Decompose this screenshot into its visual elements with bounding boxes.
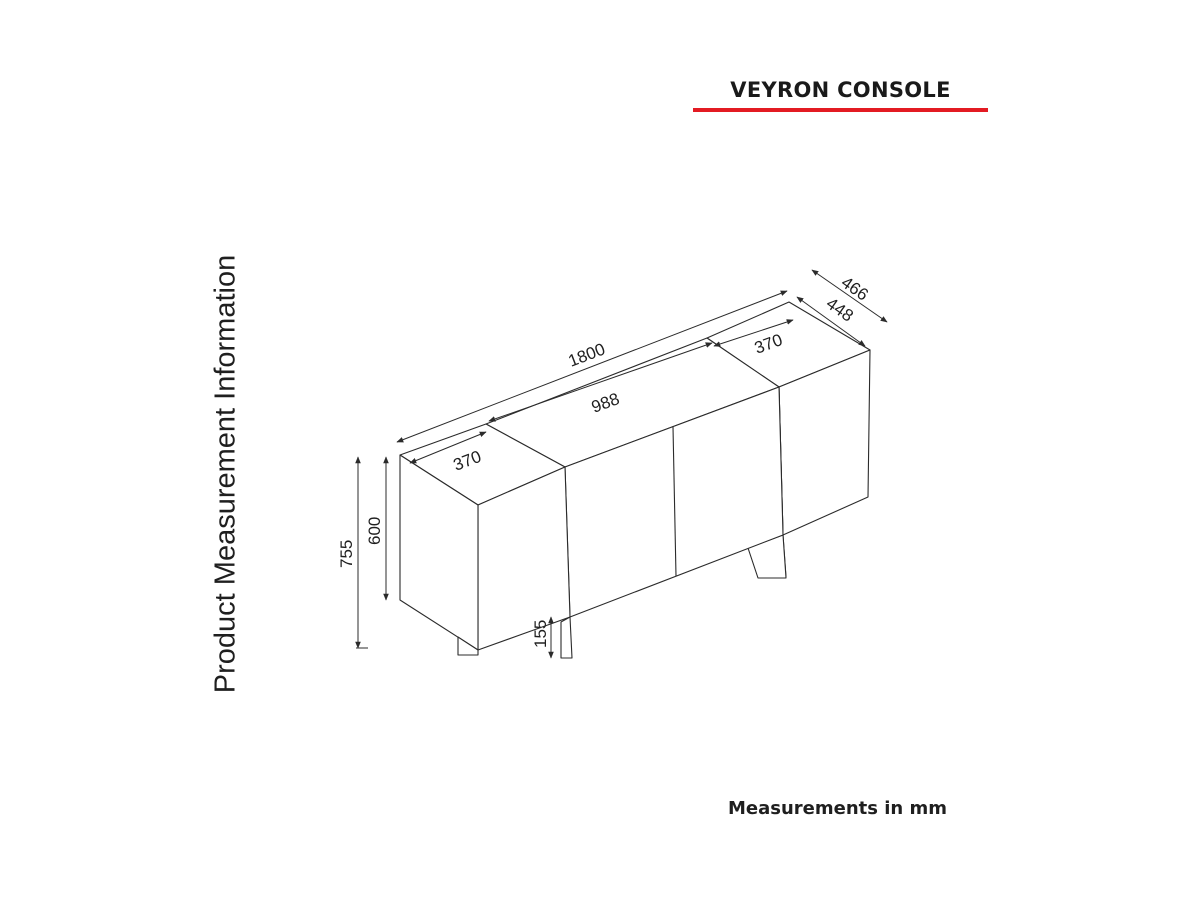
dim-total-width-label: 1800 bbox=[566, 339, 608, 370]
dim-total-height-label: 755 bbox=[337, 540, 356, 568]
dim-inner-depth-label: 448 bbox=[823, 294, 857, 326]
dim-body-height-label: 600 bbox=[365, 517, 384, 545]
dim-outer-depth-line bbox=[811, 269, 888, 323]
dimension-lines bbox=[355, 269, 888, 659]
dim-leg-height-label: 155 bbox=[531, 620, 550, 648]
units-note: Measurements in mm bbox=[727, 798, 947, 819]
dim-inner-depth-line bbox=[796, 296, 866, 347]
dim-right-module-width-line bbox=[713, 319, 794, 347]
center-support-panel bbox=[560, 616, 573, 659]
title-underline bbox=[693, 108, 988, 112]
console-body bbox=[399, 301, 871, 659]
door-split-line bbox=[672, 426, 677, 577]
product-title: VEYRON CONSOLE bbox=[730, 78, 951, 102]
left-support-panel bbox=[457, 636, 479, 656]
dim-left-module-width-line bbox=[409, 431, 487, 464]
dim-center-width-line bbox=[488, 342, 713, 422]
